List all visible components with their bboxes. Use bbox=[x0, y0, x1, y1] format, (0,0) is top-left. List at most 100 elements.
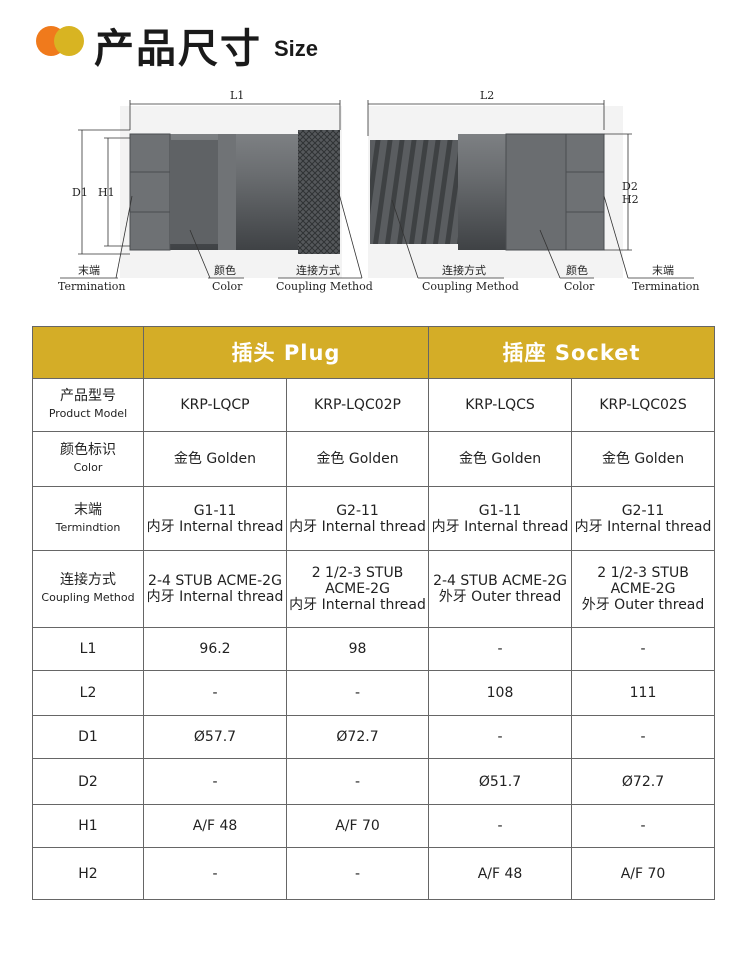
cell-text: - bbox=[640, 641, 646, 657]
table-cell: 108 bbox=[428, 670, 573, 716]
row-label-zh: 连接方式 bbox=[60, 572, 116, 588]
table-cell: A/F 70 bbox=[285, 804, 430, 848]
table-cell: - bbox=[143, 670, 287, 716]
plug-diameter-label: D1 bbox=[72, 186, 88, 199]
cell-text: - bbox=[354, 685, 361, 701]
plug-collar bbox=[170, 140, 218, 244]
row-label-zh: 末端 bbox=[74, 501, 102, 518]
cell-text: Ø72.7 bbox=[621, 773, 665, 790]
cell-text: 内牙 Internal thread bbox=[574, 518, 712, 535]
socket-color-en: Color bbox=[564, 280, 595, 293]
row-label-cell: D1 bbox=[32, 715, 144, 759]
table-cell: 金色 Golden bbox=[143, 431, 287, 487]
plug-coupling-en: Coupling Method bbox=[276, 280, 373, 293]
plug-body bbox=[129, 130, 340, 254]
cell-text: KRP-LQCP bbox=[180, 397, 250, 413]
cell-text: - bbox=[497, 729, 503, 745]
plug-color-zh: 颜色 bbox=[214, 263, 236, 277]
cell-text: KRP-LQCS bbox=[465, 397, 535, 413]
socket-sleeve bbox=[505, 133, 567, 251]
table-cell: Ø72.7 bbox=[285, 715, 430, 759]
table-cell: KRP-LQC02P bbox=[285, 378, 430, 432]
cell-text: KRP-LQC02S bbox=[599, 397, 687, 413]
cell-text: G1-11 bbox=[193, 502, 237, 519]
gold-dot-icon bbox=[54, 26, 84, 56]
plug-termination-en: Termination bbox=[58, 280, 126, 293]
socket-termination-zh: 末端 bbox=[652, 263, 674, 277]
cell-text: A/F 48 bbox=[477, 865, 523, 882]
cell-text: ACME-2G bbox=[610, 581, 676, 597]
cell-text: 2 1/2-3 STUB bbox=[597, 565, 689, 581]
cell-text: - bbox=[212, 865, 218, 882]
row-label-zh: H2 bbox=[78, 865, 98, 882]
table-cell: - bbox=[285, 758, 430, 805]
row-label-cell: H2 bbox=[32, 847, 144, 900]
plug-coupling-zh: 连接方式 bbox=[296, 263, 340, 277]
row-label-en: Product Model bbox=[48, 407, 128, 420]
page-title-en: Size bbox=[274, 36, 319, 61]
plug-hex-label: H1 bbox=[98, 186, 115, 199]
cell-text: A/F 70 bbox=[620, 865, 666, 882]
cell-text: - bbox=[354, 865, 361, 882]
table-cell: 96.2 bbox=[143, 627, 287, 671]
table-cell: - bbox=[428, 804, 573, 848]
cell-text: 内牙 Internal thread bbox=[146, 518, 284, 535]
socket-color-zh: 颜色 bbox=[566, 263, 588, 277]
socket-length-label: L2 bbox=[480, 89, 494, 102]
plug-hex bbox=[129, 133, 171, 251]
socket-dimensions: L2 D2 H2 bbox=[367, 89, 639, 251]
table-cell: Ø57.7 bbox=[143, 715, 287, 759]
row-label-en: Coupling Method bbox=[41, 591, 135, 604]
cell-text: 金色 Golden bbox=[458, 451, 542, 467]
cell-text: - bbox=[212, 685, 218, 701]
cell-text: 金色 Golden bbox=[601, 451, 685, 467]
cell-text: 外牙 Outer thread bbox=[438, 589, 562, 605]
cell-text: - bbox=[212, 773, 218, 790]
cell-text: G2-11 bbox=[336, 502, 379, 519]
cell-text: - bbox=[497, 818, 503, 834]
plug-knurl bbox=[298, 130, 340, 254]
table-cell: 98 bbox=[285, 627, 430, 671]
table-cell: KRP-LQCS bbox=[428, 378, 573, 432]
table-cell: KRP-LQC02S bbox=[571, 378, 716, 432]
socket-coupling-en: Coupling Method bbox=[422, 280, 519, 293]
cell-text: - bbox=[640, 729, 646, 745]
cell-text: 108 bbox=[486, 685, 514, 701]
cell-text: 内牙 Internal thread bbox=[431, 518, 569, 535]
row-label-cell: H1 bbox=[32, 804, 144, 848]
cell-text: 98 bbox=[348, 641, 367, 657]
table-cell: - bbox=[571, 804, 716, 848]
plug-color-en: Color bbox=[212, 280, 243, 293]
table-cell: - bbox=[428, 627, 573, 671]
row-label-cell: 连接方式 Coupling Method bbox=[32, 550, 144, 628]
row-label-cell: D2 bbox=[32, 758, 144, 805]
cell-text: A/F 70 bbox=[335, 818, 380, 834]
socket-body bbox=[370, 133, 605, 251]
cell-text: 2 1/2-3 STUB bbox=[311, 565, 404, 581]
table-cell: 金色 Golden bbox=[571, 431, 716, 487]
socket-collar bbox=[458, 134, 506, 250]
table-cell: A/F 70 bbox=[571, 847, 716, 900]
row-label-en: Termindtion bbox=[55, 520, 121, 534]
coupling-drawing-svg: L1 D1 H1 末端 Termination 颜色 Color 连接方式 Co… bbox=[58, 89, 700, 293]
cell-text: - bbox=[354, 773, 361, 790]
plug-group-header: 插头 Plug bbox=[142, 326, 430, 379]
cell-text: ACME-2G bbox=[325, 581, 390, 597]
socket-annotations: 连接方式 Coupling Method 颜色 Color 末端 Termina… bbox=[391, 195, 700, 293]
cell-text: 金色 Golden bbox=[173, 451, 257, 467]
cell-text: Ø72.7 bbox=[336, 729, 379, 745]
plug-dimensions: L1 D1 H1 bbox=[72, 89, 341, 255]
row-label-zh: D2 bbox=[78, 773, 98, 790]
socket-termination-en: Termination bbox=[632, 280, 700, 293]
